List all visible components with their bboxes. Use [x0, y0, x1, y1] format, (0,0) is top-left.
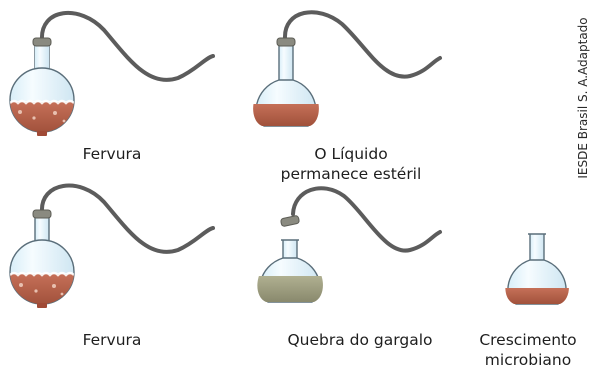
caption-liquid-sterile: O Líquido permanece estéril — [276, 144, 426, 184]
caption-boiling-bottom: Fervura — [82, 331, 142, 349]
stopper — [32, 209, 52, 219]
swan-neck-tube — [282, 10, 442, 79]
flask-sterile — [253, 10, 442, 127]
caption-line: permanece estéril — [280, 165, 422, 183]
flask-base — [37, 131, 47, 136]
contaminated-broth — [505, 288, 569, 304]
flask-boiling-bottom — [9, 183, 215, 308]
caption-neck-break: Quebra do gargalo — [287, 331, 433, 349]
flask-microbial-growth — [505, 233, 569, 305]
stopper — [32, 37, 52, 47]
boiling-broth — [10, 102, 74, 132]
stopper — [280, 215, 300, 227]
boiling-broth — [10, 274, 74, 304]
stopper — [276, 37, 296, 47]
caption-line: microbiano — [484, 351, 572, 369]
caption-boiling-top: Fervura — [82, 145, 142, 163]
flask-boiling-top — [9, 10, 215, 136]
caption-microbial-growth: Crescimento microbiano — [476, 330, 580, 370]
image-credit: IESDE Brasil S. A.Adaptado — [576, 17, 590, 179]
sterile-broth — [253, 104, 319, 126]
flask-broken-neck — [257, 186, 442, 303]
caption-line: O Líquido — [314, 145, 388, 163]
swan-neck-tube — [39, 10, 215, 82]
flask-base — [37, 303, 47, 308]
cloudy-broth — [257, 276, 323, 302]
swan-neck-tube — [39, 183, 215, 254]
detached-swan-neck-tube — [291, 186, 442, 253]
caption-line: Crescimento — [479, 331, 577, 349]
